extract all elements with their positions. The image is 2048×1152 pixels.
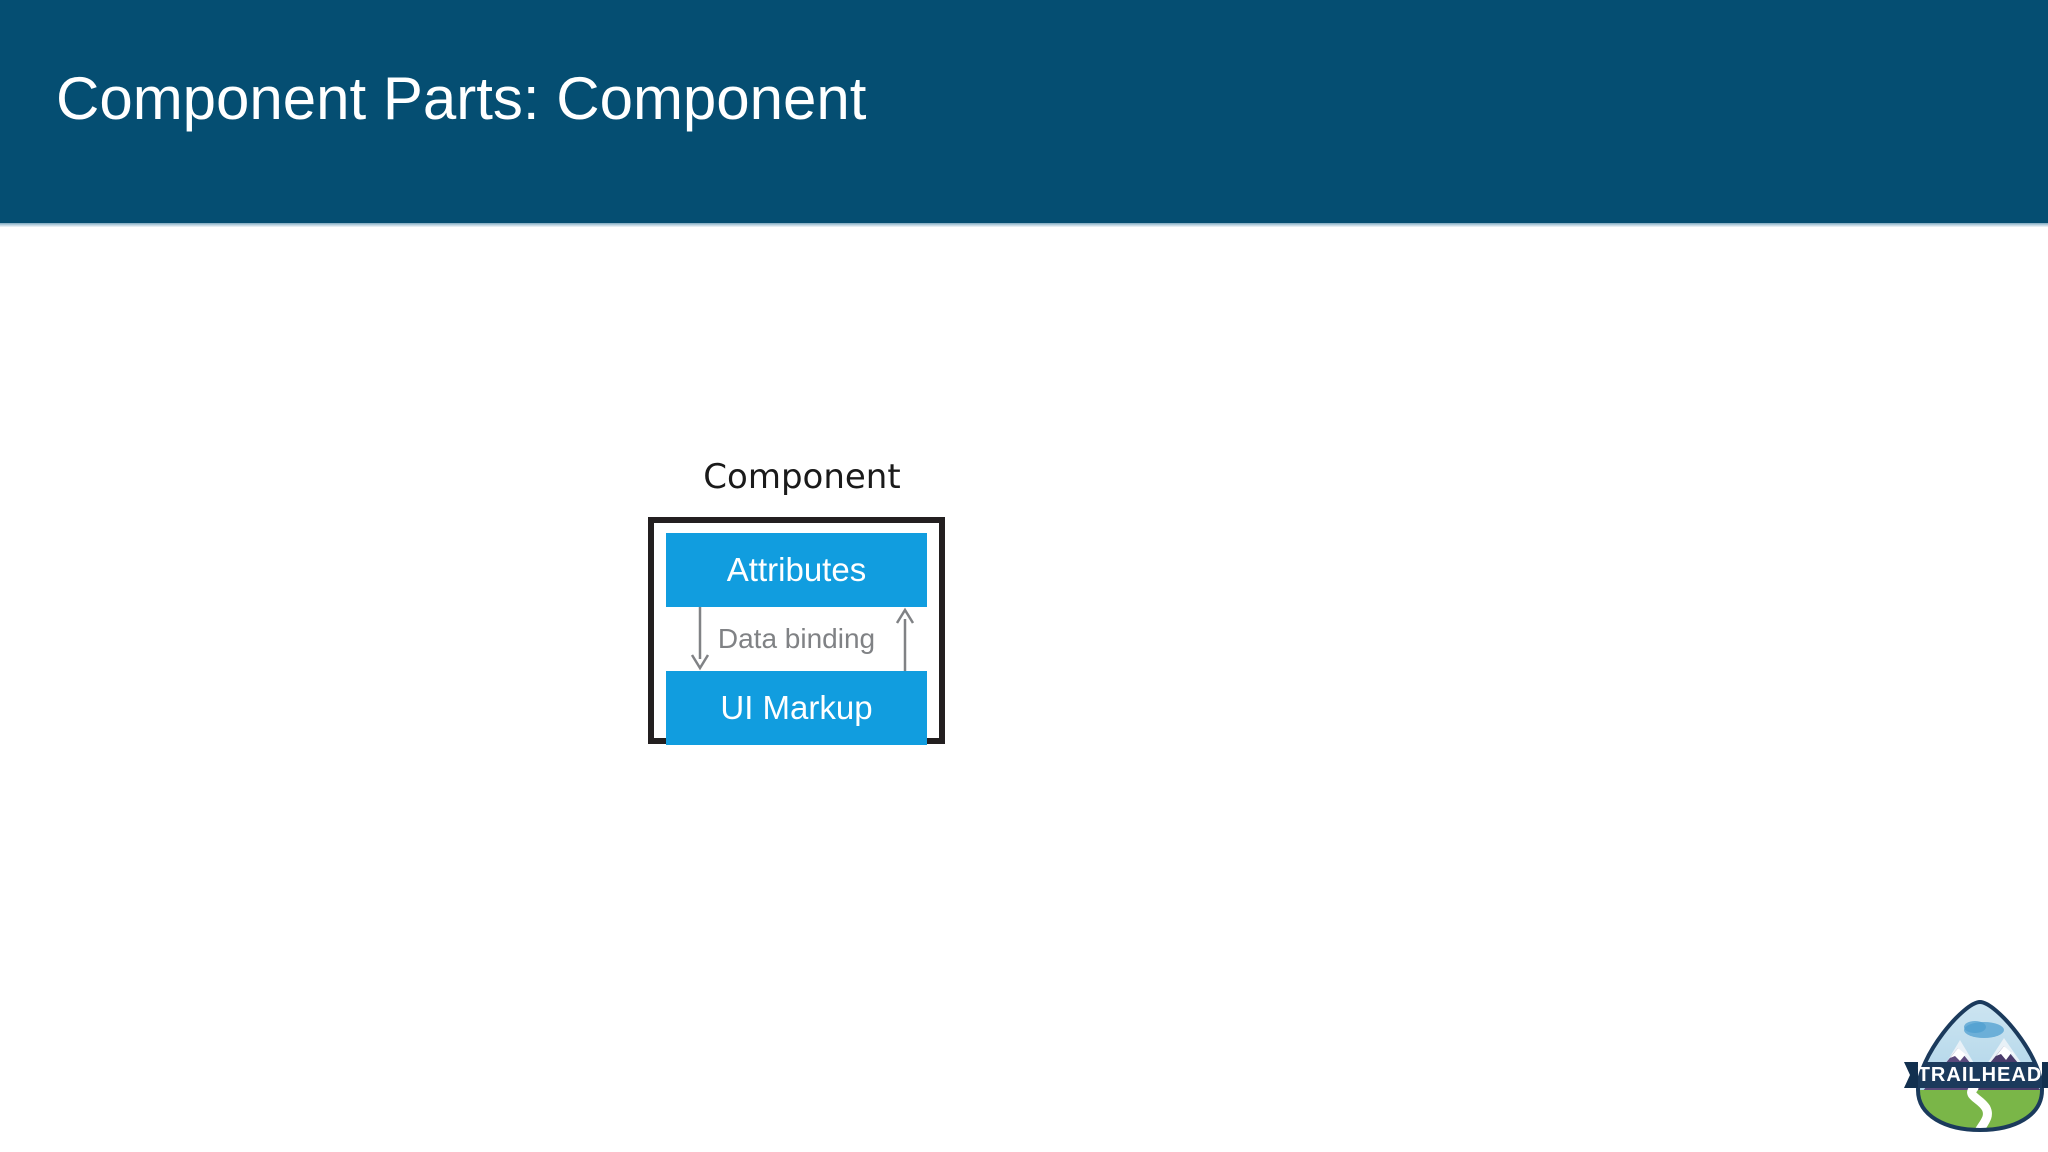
- slide-title-bar: [0, 0, 2048, 223]
- trailhead-logo: TRAILHEAD: [1900, 994, 2048, 1146]
- component-diagram-label: Component: [703, 457, 901, 497]
- component-outer-box: Attributes Data binding UI Markup: [648, 517, 945, 745]
- trailhead-wordmark: TRAILHEAD: [1918, 1064, 2043, 1086]
- page-title: Component Parts: Component: [56, 65, 867, 132]
- component-diagram: Component Attributes Data binding UI Mar…: [646, 460, 960, 756]
- arrow-up-icon: [892, 607, 918, 671]
- title-bar-accent-rule: [0, 223, 2048, 227]
- arrow-down-icon: [687, 607, 713, 671]
- ui-markup-block: UI Markup: [666, 671, 927, 745]
- data-binding-label: Data binding: [717, 623, 876, 654]
- attributes-block: Attributes: [666, 533, 927, 607]
